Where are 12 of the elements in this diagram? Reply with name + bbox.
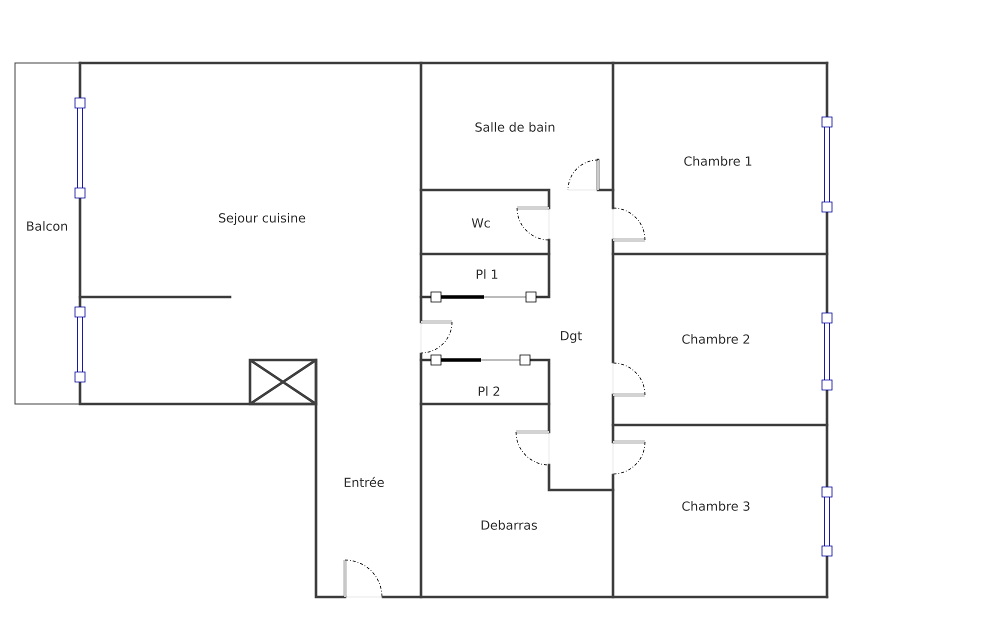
- room-label: Chambre 3: [682, 501, 750, 511]
- room-label: Debarras: [482, 520, 537, 530]
- room-label: Chambre 2: [682, 334, 750, 344]
- room-label: Salle de bain: [475, 122, 554, 132]
- room-label: Pl 2: [478, 386, 500, 396]
- room-label: Dgt: [561, 331, 582, 343]
- room-label: Entrée: [344, 476, 384, 488]
- room-label: Wc: [472, 218, 490, 228]
- room-label: Chambre 1: [684, 156, 752, 166]
- room-label: Balcon: [27, 221, 68, 231]
- room-label: Sejour cuisine: [219, 212, 306, 226]
- room-label: Pl 1: [476, 269, 498, 279]
